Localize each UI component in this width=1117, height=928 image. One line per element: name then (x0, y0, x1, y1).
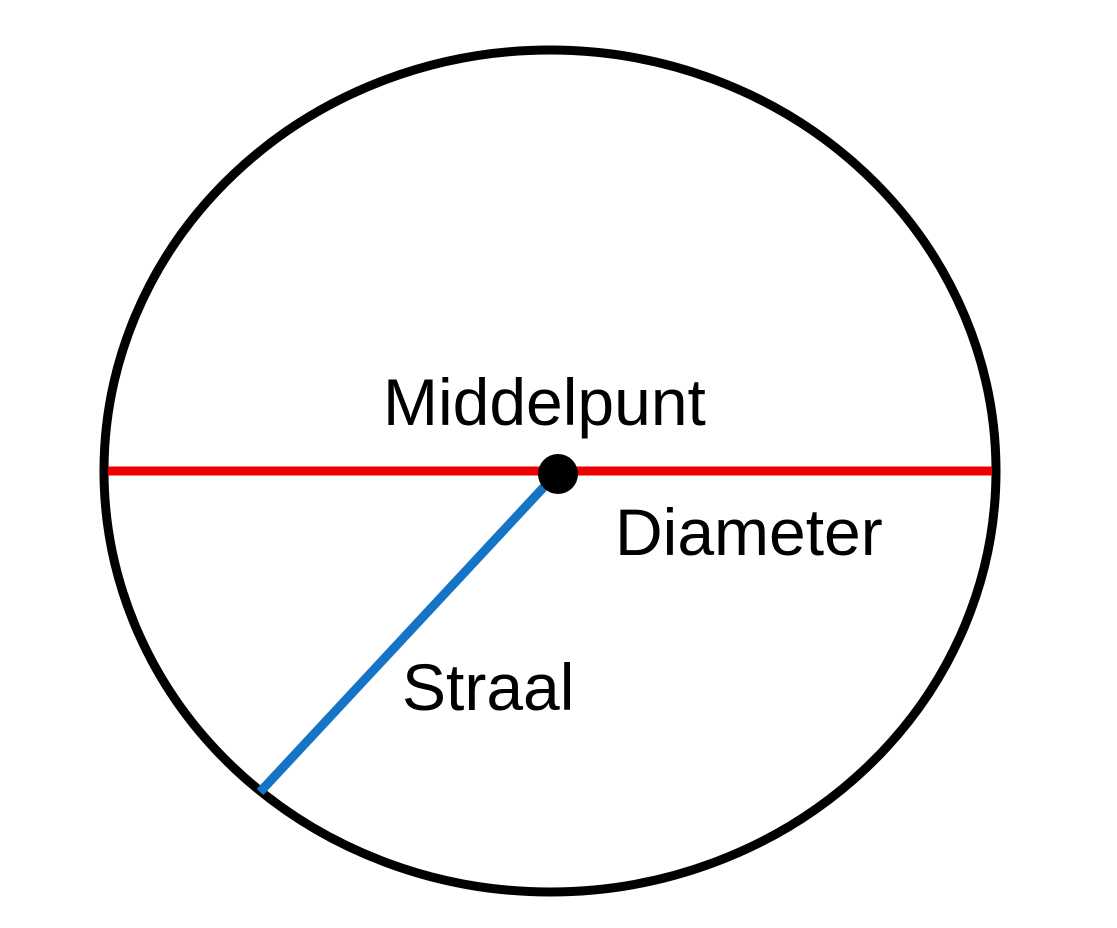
radius-line (256, 470, 560, 796)
center-label: Middelpunt (383, 365, 706, 439)
radius-label: Straal (402, 650, 574, 724)
center-point (538, 454, 578, 494)
circle-outline (99, 45, 1001, 897)
diameter-label: Diameter (615, 495, 883, 569)
